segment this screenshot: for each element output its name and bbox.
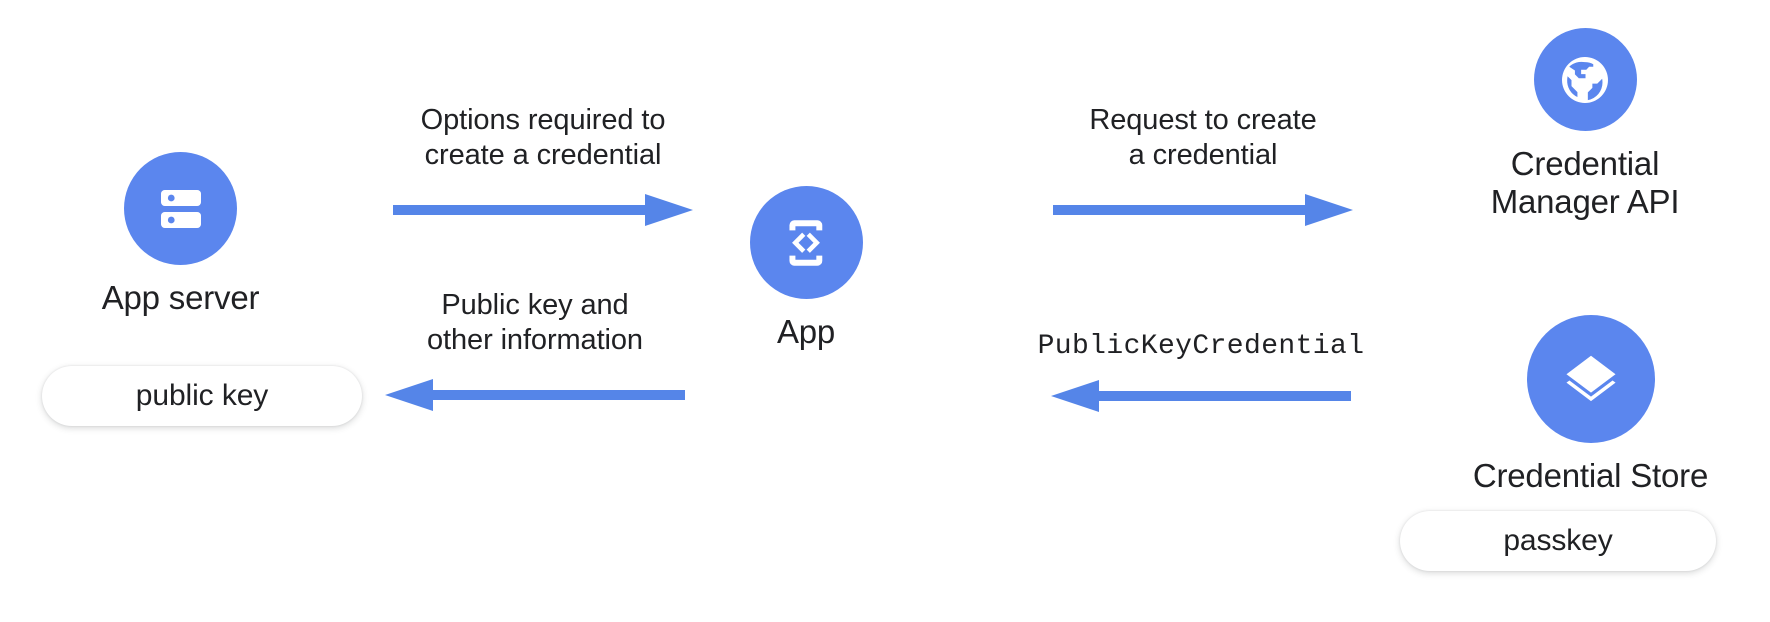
chip-passkey-label: passkey (1503, 524, 1613, 557)
flow-public-key-return: Public key and other information (370, 288, 700, 417)
node-credential-manager-api: Credential Manager API (1440, 28, 1730, 222)
flow-options-required: Options required to create a credential (378, 103, 708, 232)
node-credential-manager-api-label: Credential Manager API (1490, 145, 1680, 221)
flow-request-create-label: Request to create a credential (1089, 104, 1317, 172)
arrow-right-request (1053, 193, 1353, 226)
app-code-phone-icon (749, 186, 863, 299)
server-icon (124, 152, 237, 265)
flow-public-key-credential: PublicKeyCredential (1036, 330, 1366, 418)
globe-icon (1533, 28, 1637, 131)
flow-public-key-credential-label: PublicKeyCredential (1037, 331, 1365, 362)
node-app-server-label: App server (101, 279, 260, 316)
flow-public-key-return-label: Public key and other information (427, 289, 643, 357)
arrow-right-options (393, 193, 693, 226)
flow-request-create: Request to create a credential (1038, 103, 1368, 232)
node-credential-store-label: Credential Store (1472, 457, 1709, 494)
node-app-server: App server (58, 152, 303, 317)
node-credential-store: Credential Store (1448, 315, 1733, 495)
node-app: App (726, 186, 886, 351)
flow-options-required-label: Options required to create a credential (420, 104, 666, 172)
chip-public-key-label: public key (135, 379, 269, 412)
node-app-label: App (776, 313, 836, 350)
chip-public-key: public key (42, 366, 362, 426)
arrow-left-public-key (385, 378, 685, 411)
arrow-left-public-key-credential (1051, 380, 1351, 413)
chip-passkey: passkey (1400, 511, 1716, 571)
layers-stack-icon (1526, 315, 1655, 443)
